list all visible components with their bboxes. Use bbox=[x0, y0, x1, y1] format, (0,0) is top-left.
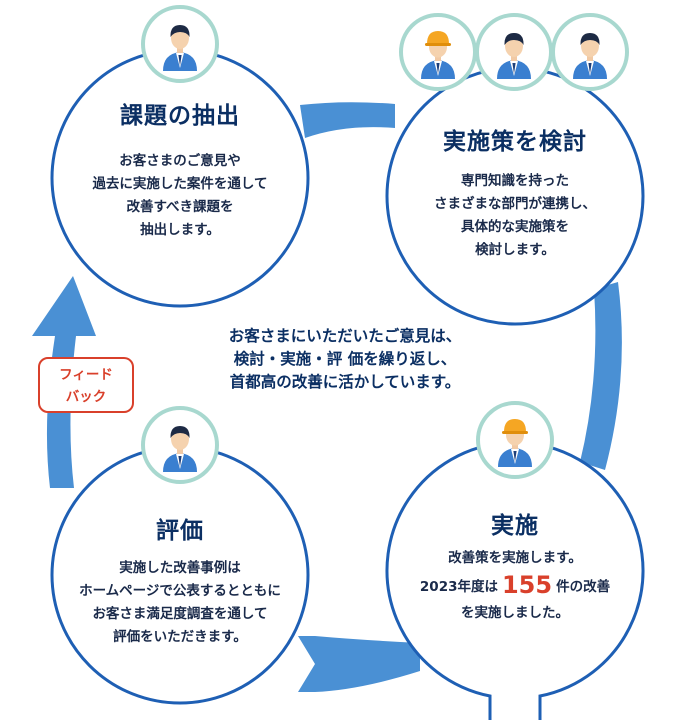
worker-icon bbox=[475, 13, 553, 91]
engineer-helmet-icon bbox=[399, 13, 477, 91]
node-body-review: 専門知識を持った さまざまな部門が連携し、 具体的な実施策を 検討します。 bbox=[434, 173, 596, 258]
implement-count-suffix: 件の改善 bbox=[556, 579, 611, 595]
engineer-helmet-icon bbox=[476, 401, 554, 479]
center-message: お客さまにいただいたご意見は、 検討・実施・評 価を繰り返し、 首都高の改善に活… bbox=[228, 327, 462, 391]
node-title-implement: 実施 bbox=[491, 513, 539, 539]
implement-count: 155 bbox=[501, 571, 553, 599]
node-title-evaluate: 評価 bbox=[156, 518, 204, 544]
implement-line-1: 改善策を実施します。 bbox=[448, 550, 582, 566]
node-body-extract: お客さまのご意見や 過去に実施した案件を通して 改善すべき課題を 抽出します。 bbox=[92, 153, 268, 238]
implement-year-prefix: 2023年度は bbox=[419, 579, 498, 595]
implement-line-3: を実施しました。 bbox=[461, 605, 569, 621]
worker-icon bbox=[141, 406, 219, 484]
feedback-label: フィード バック bbox=[38, 357, 134, 413]
node-title-review: 実施策を検討 bbox=[443, 129, 587, 155]
worker-icon bbox=[141, 5, 219, 83]
worker-icon bbox=[551, 13, 629, 91]
node-body-evaluate: 実施した改善事例は ホームページで公表するとともに お客さま満足度調査を通して … bbox=[79, 560, 281, 645]
node-title-extract: 課題の抽出 bbox=[120, 103, 240, 129]
